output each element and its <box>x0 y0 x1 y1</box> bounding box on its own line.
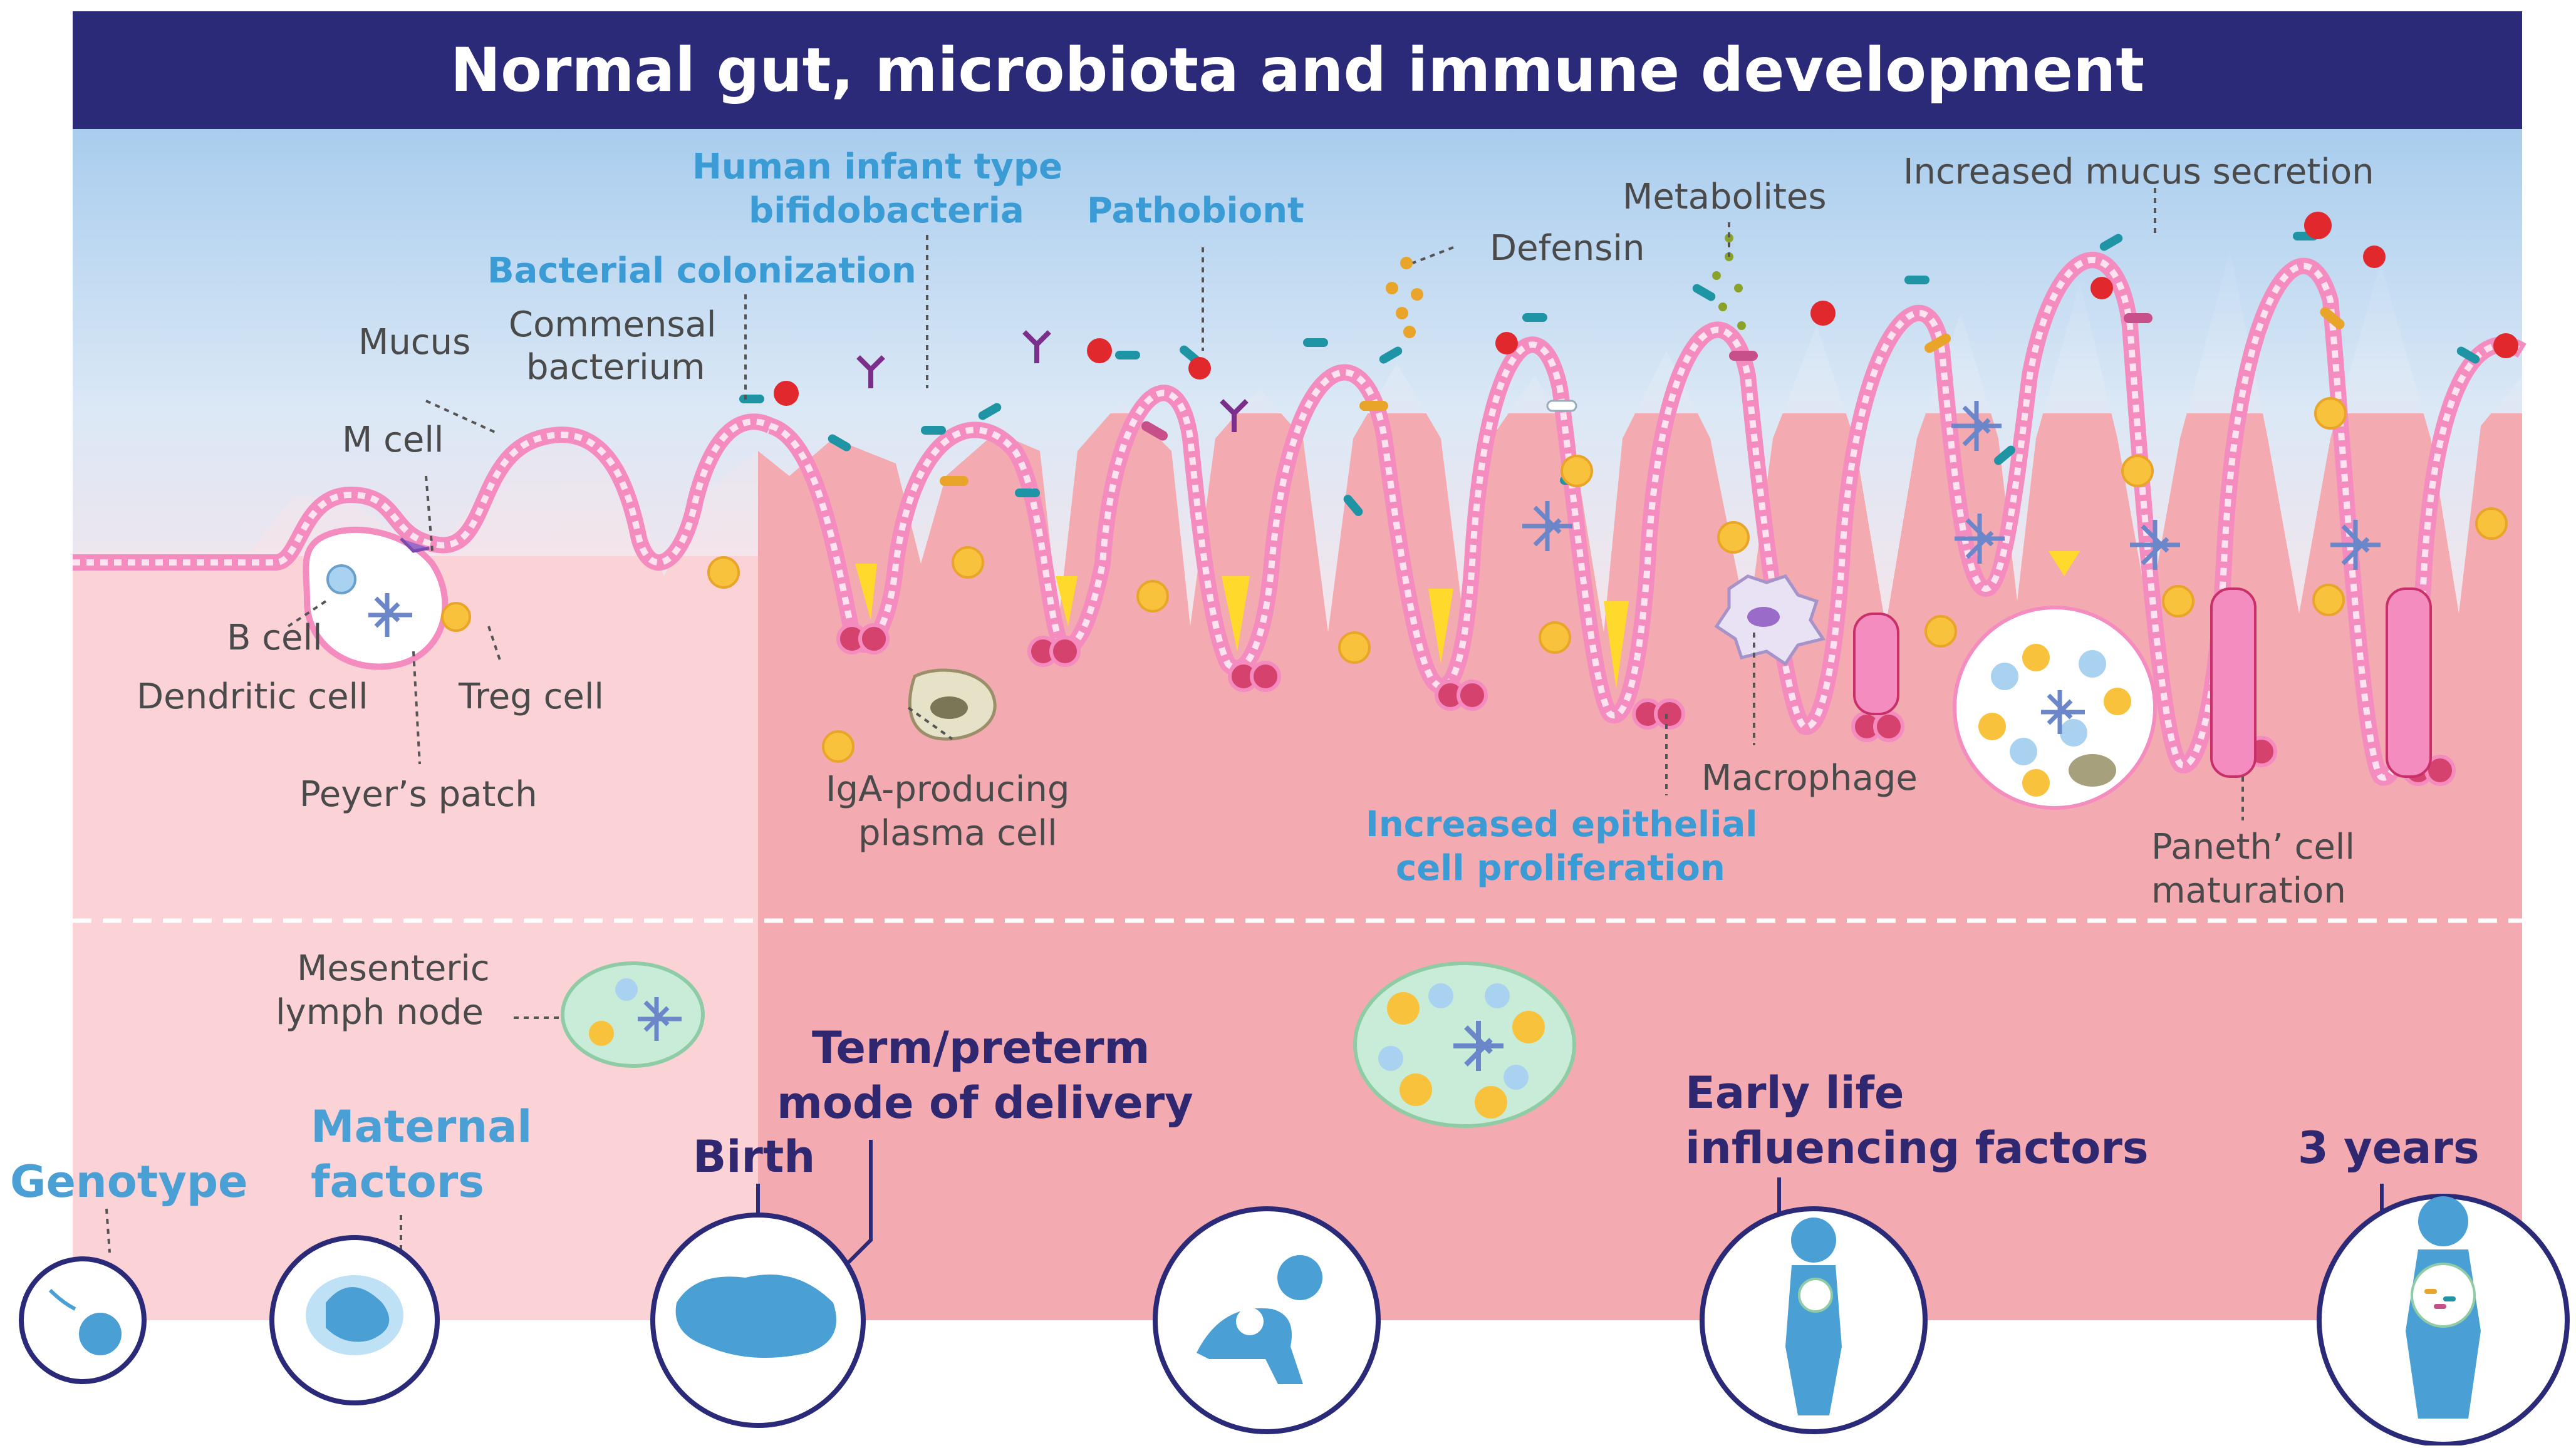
label-birth: Birth <box>693 1131 816 1182</box>
label-b-cell: B cell <box>227 618 323 658</box>
child-icon <box>1700 1206 1928 1434</box>
iga-plasma-cell <box>908 668 997 741</box>
genotype-icon <box>19 1256 147 1384</box>
toddler-icon <box>2317 1194 2570 1447</box>
label-metabolites: Metabolites <box>1623 177 1827 217</box>
label-defensin: Defensin <box>1490 228 1645 269</box>
leader-lines <box>105 188 2244 1253</box>
label-epithelial-1: Increased epithelial <box>1366 804 1758 845</box>
label-iga-1: IgA-producing <box>826 769 1070 810</box>
label-term-1: Term/preterm <box>812 1022 1150 1073</box>
label-maternal-1: Maternal <box>311 1101 532 1152</box>
label-dendritic-cell: Dendritic cell <box>137 676 368 717</box>
pathobiont-bacteria <box>774 212 2518 406</box>
label-macrophage: Macrophage <box>1701 758 1918 799</box>
timeline-icons <box>19 1194 2570 1447</box>
label-genotype: Genotype <box>10 1156 248 1208</box>
immune-follicle <box>1953 606 2157 810</box>
tissue-left <box>73 556 758 1320</box>
label-treg-cell: Treg cell <box>459 676 604 717</box>
lymph-node-large <box>1353 961 1576 1128</box>
label-m-cell: M cell <box>342 420 444 460</box>
crawling-baby-icon <box>1153 1206 1381 1434</box>
mixed-bacteria <box>940 307 2345 486</box>
defensin-cluster <box>1386 257 1423 338</box>
label-paneth-1: Paneth’ cell <box>2151 827 2355 867</box>
maternal-icon <box>269 1235 440 1405</box>
epithelium-inner <box>73 257 2524 781</box>
label-early-2: influencing factors <box>1685 1122 2149 1174</box>
lamina-cells <box>707 397 2508 763</box>
label-pathobiont: Pathobiont <box>1087 190 1304 231</box>
label-early-1: Early life <box>1685 1067 1904 1119</box>
iga-antibodies <box>856 330 1249 432</box>
label-mesenteric-1: Mesenteric <box>297 948 490 989</box>
crypt-columns <box>1853 587 2432 778</box>
label-commensal-1: Commensal <box>509 304 717 345</box>
label-paneth-2: maturation <box>2151 871 2346 911</box>
birth-icon <box>650 1213 866 1428</box>
commensal-bacteria <box>739 232 2480 516</box>
label-three-years: 3 years <box>2298 1122 2480 1174</box>
label-term-2: mode of delivery <box>777 1077 1193 1129</box>
title-banner <box>73 11 2522 129</box>
label-maternal-2: factors <box>311 1156 484 1208</box>
label-increased-mucus: Increased mucus secretion <box>1903 152 2374 192</box>
diagram-title: Normal gut, microbiota and immune develo… <box>450 35 2145 105</box>
macrophage <box>1714 574 1826 666</box>
label-commensal-2: bacterium <box>526 347 705 388</box>
label-epithelial-2: cell proliferation <box>1396 848 1725 889</box>
label-mucus: Mucus <box>358 322 471 363</box>
label-peyers-patch: Peyer’s patch <box>299 774 538 815</box>
dendritic-cells <box>1522 401 2381 570</box>
peyers-patch <box>303 526 471 670</box>
label-bifidobacteria: bifidobacteria <box>749 190 1024 231</box>
mucus-crypts <box>855 551 2080 689</box>
label-iga-2: plasma cell <box>858 813 1057 854</box>
label-human-infant: Human infant type <box>692 147 1062 187</box>
label-mesenteric-2: lymph node <box>276 992 484 1033</box>
mesenteric-lymph-node <box>561 961 705 1068</box>
label-bacterial-colonization: Bacterial colonization <box>487 251 917 291</box>
